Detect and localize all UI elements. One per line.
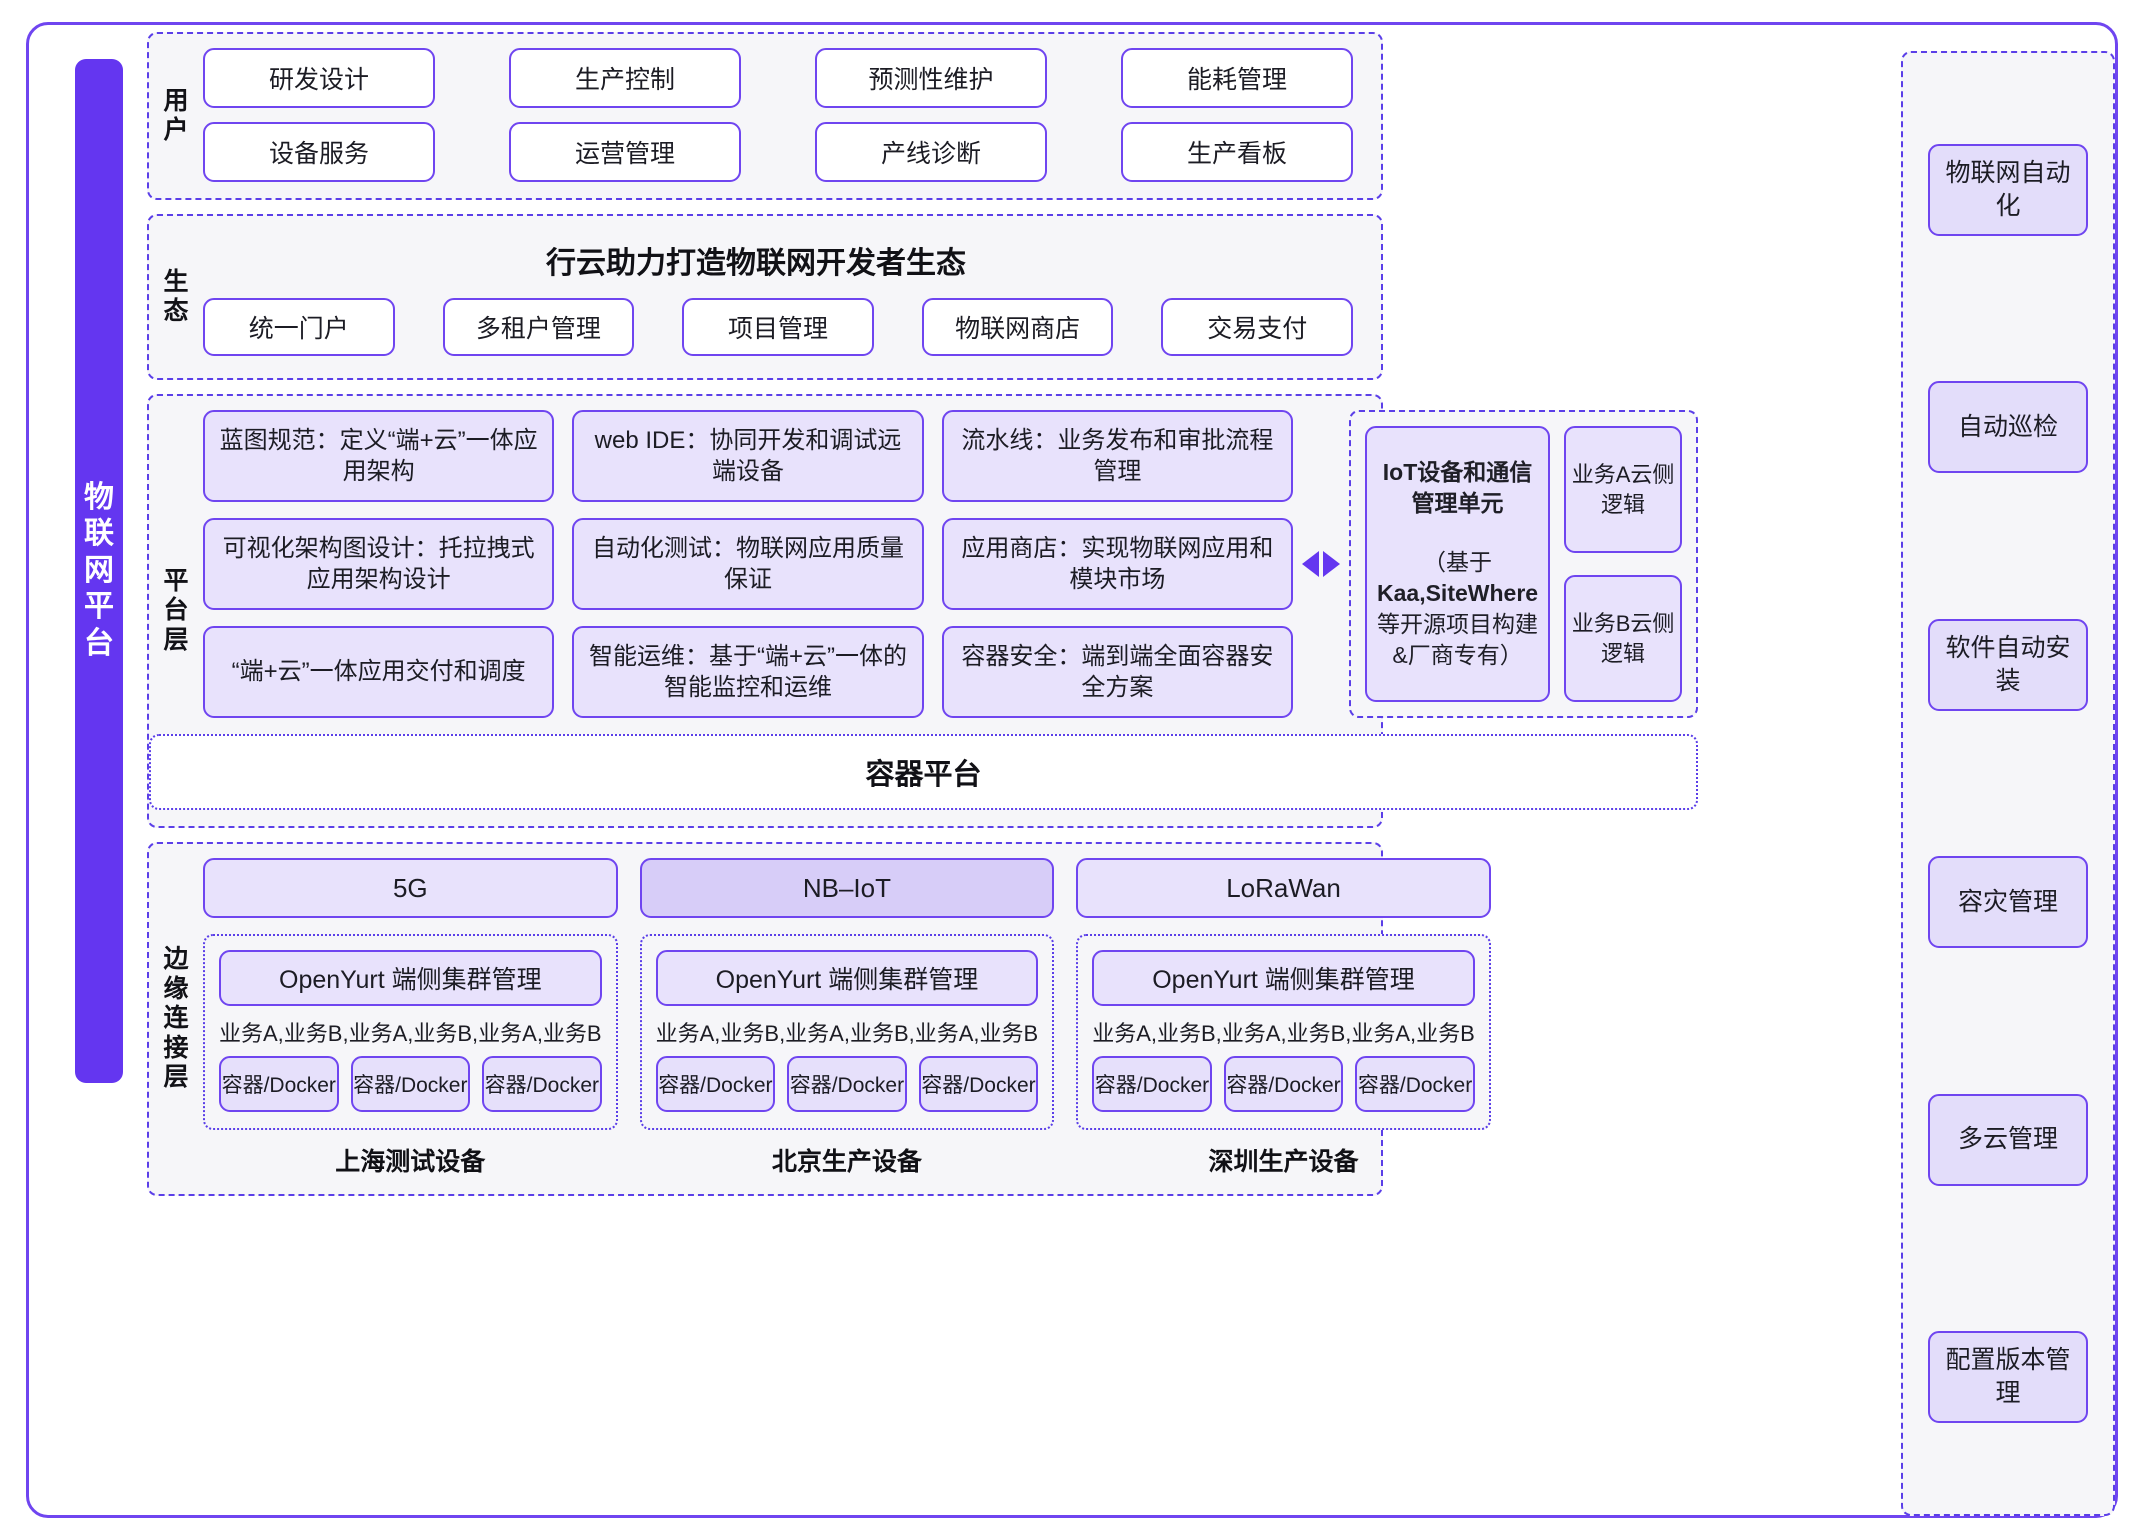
sidebar-item-disaster-recovery[interactable]: 容灾管理 xyxy=(1928,856,2088,949)
container-docker[interactable]: 容器/Docker xyxy=(1355,1056,1475,1112)
network-type-lorawan[interactable]: LoRaWan xyxy=(1076,858,1491,918)
iot-side-boxes: 业务A云侧逻辑 业务B云侧逻辑 xyxy=(1564,426,1683,702)
platform-card-visual-architecture[interactable]: 可视化架构图设计：托拉拽式应用架构设计 xyxy=(203,518,555,610)
device-name-beijing: 北京生产设备 xyxy=(771,1148,922,1176)
ecosystem-layer: 生态 行云助力打造物联网开发者生态 统一门户 多租户管理 项目管理 物联网商店 … xyxy=(147,214,1383,380)
capability-sidebar: 物联网自动化 自动巡检 软件自动安装 容灾管理 多云管理 配置版本管理 xyxy=(1901,51,2115,1516)
network-type-nbiot[interactable]: NB–IoT xyxy=(639,858,1055,918)
iot-unit-subtitle-suffix: 等开源项目构建&厂商专有） xyxy=(1377,611,1539,669)
docker-row-shenzhen: 容器/Docker 容器/Docker 容器/Docker xyxy=(1092,1056,1475,1112)
container-docker[interactable]: 容器/Docker xyxy=(482,1056,602,1112)
platform-card-web-ide[interactable]: web IDE：协同开发和调试远端设备 xyxy=(572,410,924,502)
platform-content: 蓝图规范：定义“端+云”一体应用架构 web IDE：协同开发和调试远端设备 流… xyxy=(203,410,1699,718)
container-docker[interactable]: 容器/Docker xyxy=(219,1056,339,1112)
business-list-beijing: 业务A,业务B,业务A,业务B,业务A,业务B xyxy=(655,1021,1039,1046)
container-docker[interactable]: 容器/Docker xyxy=(655,1056,776,1112)
platform-card-delivery-scheduling[interactable]: “端+云”一体应用交付和调度 xyxy=(203,626,555,718)
device-box-shanghai: OpenYurt 端侧集群管理 业务A,业务B,业务A,业务B,业务A,业务B … xyxy=(203,934,618,1130)
edge-columns: 5G OpenYurt 端侧集群管理 业务A,业务B,业务A,业务B,业务A,业… xyxy=(203,858,1491,1178)
business-list-shenzhen: 业务A,业务B,业务A,业务B,业务A,业务B xyxy=(1092,1021,1475,1046)
edge-column-shanghai: 5G OpenYurt 端侧集群管理 业务A,业务B,业务A,业务B,业务A,业… xyxy=(203,858,618,1178)
user-item-device-service[interactable]: 设备服务 xyxy=(203,122,435,182)
edge-connection-layer: 边缘连接层 5G OpenYurt 端侧集群管理 业务A,业务B,业务A,业务B… xyxy=(147,842,1491,1196)
sidebar-item-config-version-management[interactable]: 配置版本管理 xyxy=(1928,1331,2088,1424)
container-docker[interactable]: 容器/Docker xyxy=(1092,1056,1212,1112)
platform-cards-region: 蓝图规范：定义“端+云”一体应用架构 web IDE：协同开发和调试远端设备 流… xyxy=(203,410,1293,718)
arrow-left-icon xyxy=(1302,551,1319,577)
cloud-logic-business-a[interactable]: 业务A云侧逻辑 xyxy=(1564,426,1683,553)
network-type-5g[interactable]: 5G xyxy=(203,858,618,918)
platform-layer-body: 蓝图规范：定义“端+云”一体应用架构 web IDE：协同开发和调试远端设备 流… xyxy=(149,396,1716,826)
cloud-logic-business-b[interactable]: 业务B云侧逻辑 xyxy=(1564,575,1683,702)
iot-device-comm-unit[interactable]: IoT设备和通信管理单元 （基于 Kaa,SiteWhere 等开源项目构建&厂商专… xyxy=(1365,426,1551,702)
container-docker[interactable]: 容器/Docker xyxy=(1223,1056,1344,1112)
eco-item-transaction-payment[interactable]: 交易支付 xyxy=(1161,298,1353,356)
arrow-right-icon xyxy=(1323,551,1340,577)
ecosystem-title: 行云助力打造物联网开发者生态 xyxy=(546,247,966,280)
platform-layer: 平台层 蓝图规范：定义“端+云”一体应用架构 web IDE：协同开发和调试远端… xyxy=(147,394,1699,828)
edge-layer-label: 边缘连接层 xyxy=(163,945,189,1092)
bidirectional-arrow-icon xyxy=(1293,410,1349,718)
user-item-predictive-maintenance[interactable]: 预测性维护 xyxy=(815,48,1047,108)
edge-column-beijing: NB–IoT OpenYurt 端侧集群管理 业务A,业务B,业务A,业务B,业… xyxy=(639,858,1055,1178)
iot-platform-vertical-bar: 物联网平台 xyxy=(75,59,123,1083)
iot-platform-vertical-label: 物联网平台 xyxy=(84,480,114,660)
sidebar-item-iot-automation[interactable]: 物联网自动化 xyxy=(1928,143,2088,236)
eco-item-iot-store[interactable]: 物联网商店 xyxy=(921,298,1114,356)
container-docker[interactable]: 容器/Docker xyxy=(918,1056,1039,1112)
iot-unit-subtitle-prefix: （基于 xyxy=(1423,548,1493,575)
edge-column-shenzhen: LoRaWan OpenYurt 端侧集群管理 业务A,业务B,业务A,业务B,… xyxy=(1076,858,1491,1178)
sidebar-item-multicloud-management[interactable]: 多云管理 xyxy=(1928,1093,2088,1186)
ecosystem-layer-body: 行云助力打造物联网开发者生态 统一门户 多租户管理 项目管理 物联网商店 交易支… xyxy=(203,216,1381,378)
eco-item-project-management[interactable]: 项目管理 xyxy=(682,298,874,356)
user-layer: 用户 研发设计 生产控制 预测性维护 能耗管理 设备服务 运营管理 产线诊断 生… xyxy=(147,32,1383,200)
platform-card-pipeline[interactable]: 流水线：业务发布和审批流程管理 xyxy=(941,410,1293,502)
container-docker[interactable]: 容器/Docker xyxy=(787,1056,907,1112)
sidebar-item-auto-inspection[interactable]: 自动巡检 xyxy=(1928,381,2088,474)
user-item-line-diagnosis[interactable]: 产线诊断 xyxy=(815,122,1047,182)
business-list-shanghai: 业务A,业务B,业务A,业务B,业务A,业务B xyxy=(219,1021,602,1046)
device-box-beijing: OpenYurt 端侧集群管理 业务A,业务B,业务A,业务B,业务A,业务B … xyxy=(639,934,1055,1130)
platform-card-automated-test[interactable]: 自动化测试：物联网应用质量保证 xyxy=(572,518,924,610)
diagram-frame: 物联网平台 用户 研发设计 生产控制 预测性维护 能耗管理 设备服务 运营管理 … xyxy=(26,22,2118,1518)
platform-layer-label: 平台层 xyxy=(163,566,189,654)
device-name-shenzhen: 深圳生产设备 xyxy=(1208,1148,1359,1176)
user-item-production-dashboard[interactable]: 生产看板 xyxy=(1121,122,1353,182)
ecosystem-items-row: 统一门户 多租户管理 项目管理 物联网商店 交易支付 xyxy=(203,298,1363,362)
user-item-energy-management[interactable]: 能耗管理 xyxy=(1121,48,1353,108)
user-layer-label: 用户 xyxy=(163,86,189,145)
openyurt-cluster-shanghai[interactable]: OpenYurt 端侧集群管理 xyxy=(219,950,602,1006)
layer-stack: 用户 研发设计 生产控制 预测性维护 能耗管理 设备服务 运营管理 产线诊断 生… xyxy=(147,32,1699,1210)
user-item-rd-design[interactable]: 研发设计 xyxy=(203,48,435,108)
user-item-operation-management[interactable]: 运营管理 xyxy=(509,122,741,182)
platform-card-blueprint[interactable]: 蓝图规范：定义“端+云”一体应用架构 xyxy=(203,410,555,502)
container-platform-bar: 容器平台 xyxy=(149,734,1699,810)
sidebar-item-software-auto-install[interactable]: 软件自动安装 xyxy=(1928,618,2088,711)
iot-unit-group: IoT设备和通信管理单元 （基于 Kaa,SiteWhere 等开源项目构建&厂商专… xyxy=(1349,410,1699,718)
iot-unit-subtitle: （基于 Kaa,SiteWhere 等开源项目构建&厂商专有） xyxy=(1377,547,1538,671)
docker-row-beijing: 容器/Docker 容器/Docker 容器/Docker xyxy=(655,1056,1039,1112)
ecosystem-layer-label: 生态 xyxy=(163,267,189,326)
platform-card-container-security[interactable]: 容器安全：端到端全面容器安全方案 xyxy=(941,626,1293,718)
docker-row-shanghai: 容器/Docker 容器/Docker 容器/Docker xyxy=(219,1056,602,1112)
user-items-grid: 研发设计 生产控制 预测性维护 能耗管理 设备服务 运营管理 产线诊断 生产看板 xyxy=(203,48,1363,182)
iot-unit-subtitle-bold: Kaa,SiteWhere xyxy=(1377,580,1539,606)
platform-cards-grid: 蓝图规范：定义“端+云”一体应用架构 web IDE：协同开发和调试远端设备 流… xyxy=(203,410,1293,718)
iot-unit-title: IoT设备和通信管理单元 xyxy=(1382,458,1533,516)
container-docker[interactable]: 容器/Docker xyxy=(350,1056,471,1112)
device-box-shenzhen: OpenYurt 端侧集群管理 业务A,业务B,业务A,业务B,业务A,业务B … xyxy=(1076,934,1491,1130)
edge-layer-body: 5G OpenYurt 端侧集群管理 业务A,业务B,业务A,业务B,业务A,业… xyxy=(203,844,1509,1194)
openyurt-cluster-beijing[interactable]: OpenYurt 端侧集群管理 xyxy=(655,950,1039,1006)
user-item-production-control[interactable]: 生产控制 xyxy=(509,48,741,108)
openyurt-cluster-shenzhen[interactable]: OpenYurt 端侧集群管理 xyxy=(1092,950,1475,1006)
eco-item-unified-portal[interactable]: 统一门户 xyxy=(203,298,395,356)
platform-card-app-store[interactable]: 应用商店：实现物联网应用和模块市场 xyxy=(941,518,1293,610)
user-layer-body: 研发设计 生产控制 预测性维护 能耗管理 设备服务 运营管理 产线诊断 生产看板 xyxy=(203,34,1381,198)
device-name-shanghai: 上海测试设备 xyxy=(335,1148,486,1176)
eco-item-multi-tenant[interactable]: 多租户管理 xyxy=(442,298,635,356)
platform-card-intelligent-ops[interactable]: 智能运维：基于“端+云”一体的智能监控和运维 xyxy=(572,626,924,718)
